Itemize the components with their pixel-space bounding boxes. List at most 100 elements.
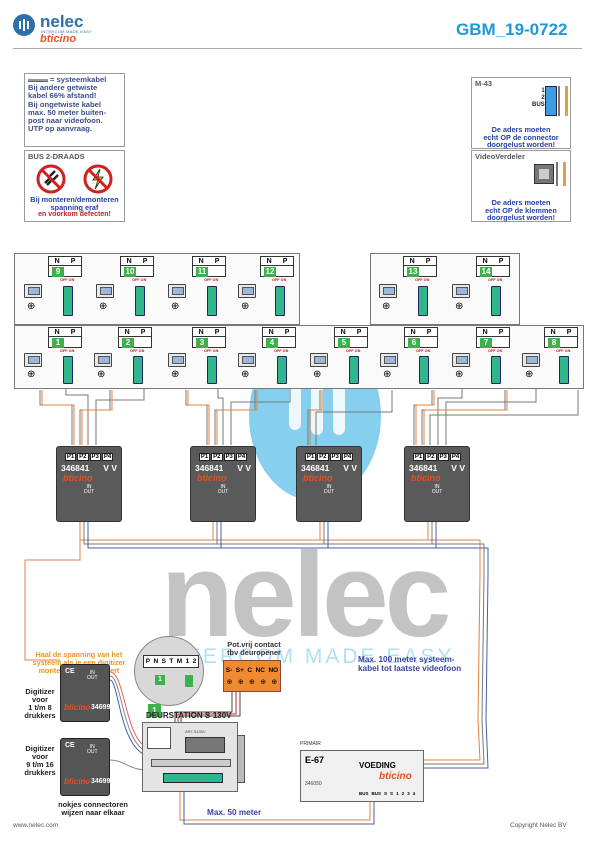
- connector-strip: [151, 759, 231, 767]
- out-label: OUT: [83, 489, 95, 495]
- out-label: OUT: [87, 675, 98, 681]
- screw-terminal-icon: ⊕: [260, 679, 267, 686]
- psu-terminal-label: S: [390, 791, 394, 796]
- out-label: OUT: [217, 489, 229, 495]
- footer-website: www.nelec.com: [13, 822, 59, 829]
- video-distributor-note-line: doorgelust worden!: [486, 213, 556, 223]
- connector-zoom-terminal: [185, 675, 193, 687]
- door-station-model: ART.S130V: [185, 729, 206, 734]
- connector-pin-label: N: [153, 658, 159, 665]
- n-label: N: [54, 329, 60, 336]
- model-number: 346993: [91, 704, 115, 711]
- port-label: P3: [437, 453, 449, 461]
- port-label: P2: [425, 453, 437, 461]
- terminal-block: [349, 356, 359, 384]
- door-station-terminal-block: [163, 773, 223, 783]
- cable-note-line: Bij ongetwiste kabel: [28, 99, 102, 109]
- relay-title: Pot.vrij contact tbv deuropener: [219, 641, 289, 657]
- n-label: N: [198, 258, 204, 265]
- videophone-icon: [168, 353, 186, 367]
- digitizer2-label-line: drukkers: [24, 768, 56, 777]
- m43-pin-1: 1: [541, 88, 545, 94]
- port-label: P3: [329, 453, 341, 461]
- terminal-block: [207, 356, 217, 384]
- n-label: N: [54, 258, 60, 265]
- off-on-switch-label: OFF ON: [130, 349, 145, 353]
- apartment-number: 5: [338, 338, 350, 348]
- bus-warning-box: BUS 2-DRAADS Bij monteren/demonteren spa…: [24, 150, 125, 222]
- off-on-switch-label: OFF ON: [274, 349, 289, 353]
- videophone-icon: [452, 353, 470, 367]
- screw-terminal-icon: ⊕: [271, 679, 278, 686]
- apartment-number: 7: [480, 338, 492, 348]
- connector-note-line: nokjes connectoren: [58, 800, 128, 809]
- psu-model: E-67: [305, 755, 325, 765]
- n-label: N: [266, 258, 272, 265]
- in-label: IN: [89, 744, 95, 750]
- camera-module-icon: [147, 727, 171, 749]
- door-station-title: DEURSTATION S-130V: [146, 711, 232, 720]
- model-number: 346841: [301, 463, 330, 473]
- ce-mark: CE: [65, 742, 75, 749]
- power-connector-icon: ⊕: [241, 301, 250, 312]
- model-number: 346841: [195, 463, 224, 473]
- door-station-side-connector: [237, 735, 245, 783]
- port-label: P3: [89, 453, 101, 461]
- video-distributor-title: VideoVerdeler: [475, 152, 525, 161]
- terminal-block: [491, 356, 501, 384]
- terminal-block: [419, 356, 429, 384]
- connector-pin-label: 2: [192, 658, 197, 665]
- m43-cable-icon: [558, 86, 568, 116]
- p-label: P: [498, 258, 504, 265]
- bticino-logo: bticino: [411, 473, 441, 483]
- apartment-number: 6: [408, 338, 420, 348]
- power-connector-icon: ⊕: [382, 301, 391, 312]
- video-distributor-note-line: De aders moeten: [491, 198, 551, 208]
- power-connector-icon: ⊕: [455, 369, 464, 380]
- apartment-number: 12: [264, 267, 276, 277]
- terminal-block: [207, 286, 217, 316]
- n-label: N: [198, 329, 204, 336]
- apartment-number: 4: [266, 338, 278, 348]
- cable-note-box: = systeemkabel Bij andere getwiste kabel…: [24, 73, 125, 147]
- in-label: IN: [434, 484, 440, 490]
- digitizer2-label-line: Digitizer: [25, 744, 55, 753]
- psu-terminal-label: 3: [407, 791, 410, 796]
- in-label: IN: [89, 670, 95, 676]
- port-label: P4: [101, 453, 114, 461]
- cable-note-line: Bij andere getwiste: [28, 83, 98, 93]
- footer-copyright: Copyright Nelec BV: [510, 822, 567, 829]
- apartment-number: 8: [548, 338, 560, 348]
- watermark-brand: nelec: [160, 528, 452, 662]
- n-label: N: [482, 258, 488, 265]
- brand-name: nelec: [40, 12, 84, 31]
- n-label: N: [124, 329, 130, 336]
- apartment-number: 3: [196, 338, 208, 348]
- vv-label: V V: [237, 463, 251, 473]
- n-label: N: [550, 329, 556, 336]
- off-on-switch-label: OFF ON: [132, 278, 147, 282]
- connector-pin-label: P: [145, 658, 151, 665]
- off-on-switch-label: OFF ON: [556, 349, 571, 353]
- videophone-icon: [380, 353, 398, 367]
- n-label: N: [268, 329, 274, 336]
- videophone-icon: [24, 284, 42, 298]
- m43-title: M-43: [475, 79, 493, 88]
- p-label: P: [142, 258, 148, 265]
- p-label: P: [426, 329, 432, 336]
